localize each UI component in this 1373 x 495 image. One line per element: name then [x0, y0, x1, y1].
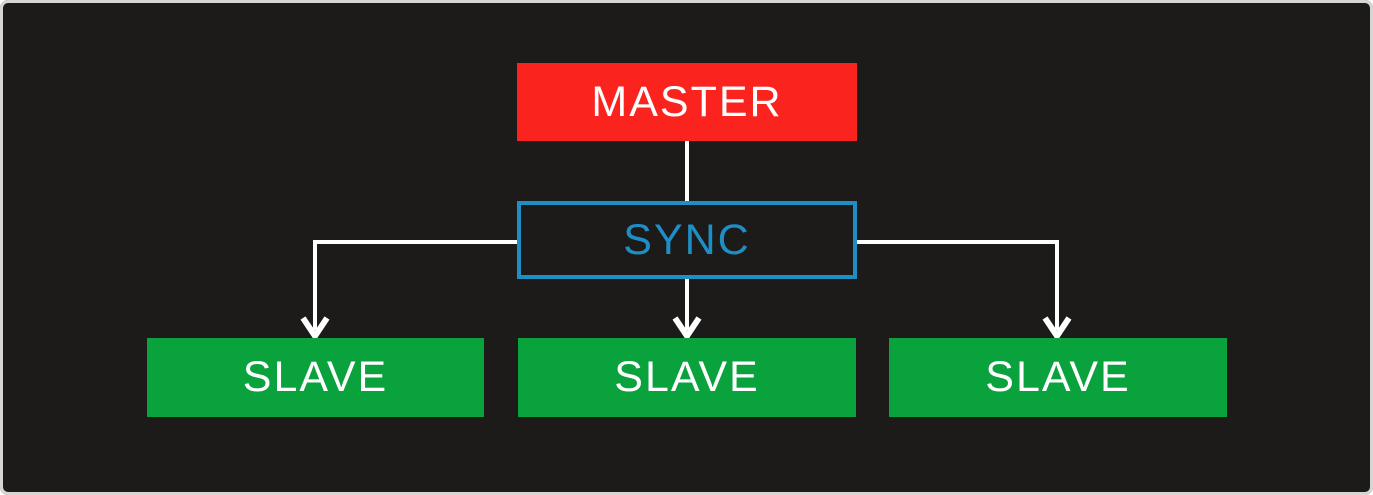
master-node: MASTER	[517, 63, 857, 141]
arrow-down-icon-right	[1042, 316, 1072, 342]
arrow-down-icon-left	[300, 316, 330, 342]
slave-node-middle: SLAVE	[518, 338, 856, 417]
slave-label-right: SLAVE	[985, 353, 1131, 401]
slave-label-middle: SLAVE	[614, 353, 760, 401]
sync-label: SYNC	[623, 215, 751, 264]
connector-sync-slave-left	[313, 240, 517, 330]
sync-node: SYNC	[517, 201, 857, 279]
master-label: MASTER	[591, 77, 783, 126]
slave-node-right: SLAVE	[889, 338, 1227, 417]
arrow-down-icon-middle	[672, 316, 702, 342]
slave-label-left: SLAVE	[242, 353, 389, 401]
connector-sync-slave-right	[857, 240, 1059, 330]
slave-node-left: SLAVE	[147, 338, 484, 417]
